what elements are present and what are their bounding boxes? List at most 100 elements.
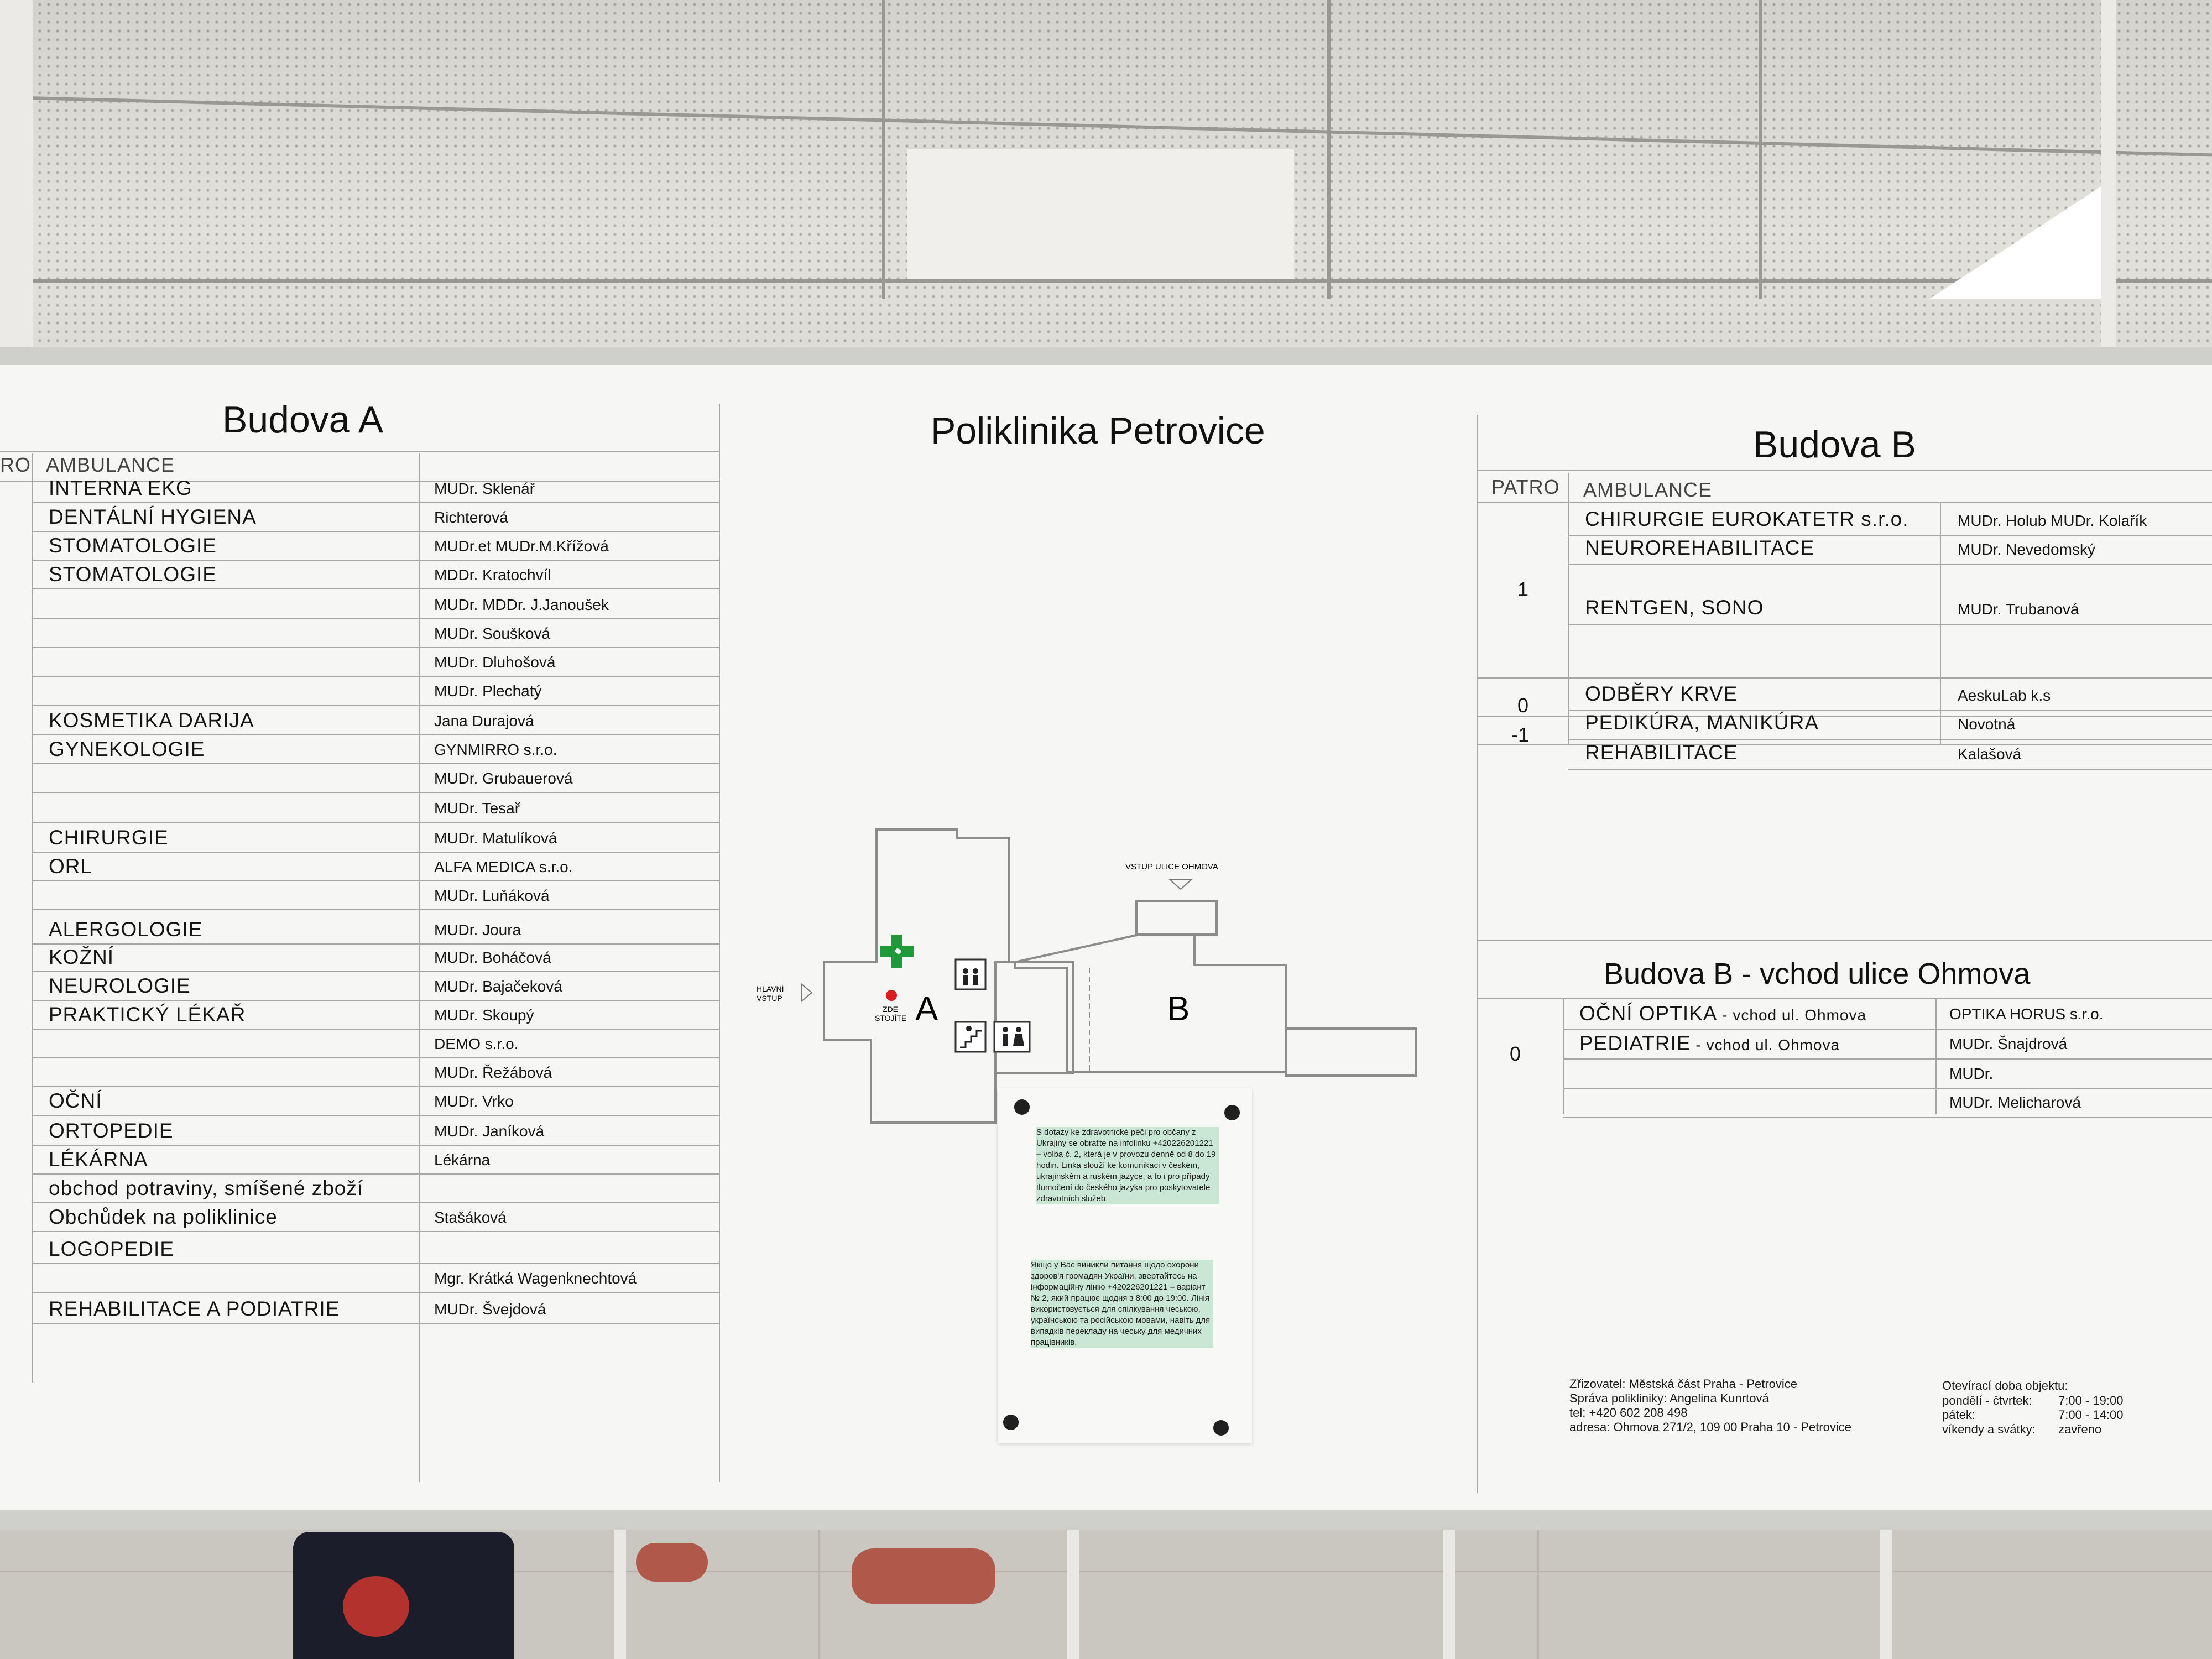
- budova-a-dept: ORTOPEDIE: [49, 1119, 174, 1142]
- table-row-line: [1563, 1117, 2212, 1118]
- table-row-line: [32, 588, 719, 589]
- table-row-line: [32, 1202, 719, 1203]
- main-entrance-label-1: HLAVNÍ: [757, 984, 784, 993]
- budova-b-col-patro: PATRO: [1491, 476, 1560, 498]
- table-row-line: [32, 880, 719, 881]
- table-row-line: [1568, 564, 2212, 565]
- board-stand: [1443, 1526, 1455, 1659]
- ceiling-grid-line: [1759, 0, 1762, 299]
- floor-separator: [1477, 677, 2212, 679]
- person-shoe: [636, 1543, 708, 1582]
- column-divider: [32, 453, 33, 1383]
- table-row-line: [32, 502, 719, 503]
- column-divider: [1568, 473, 1569, 744]
- budova-a-doctor: MUDr. MDDr. J.Janoušek: [434, 596, 609, 613]
- budova-b-doctor: Novotná: [1958, 716, 2016, 733]
- table-row-line: [32, 1231, 719, 1232]
- budova-b-dept: NEUROREHABILITACE: [1585, 536, 1815, 559]
- section-line: [1477, 940, 2212, 941]
- budova-a-doctor: MUDr. Matulíková: [434, 830, 557, 847]
- building-a-label: A: [915, 990, 938, 1028]
- table-header-line: [1477, 470, 2212, 471]
- budova-a-doctor: ALFA MEDICA s.r.o.: [434, 858, 573, 875]
- budova-b-dept: REHABILITACE: [1585, 741, 1738, 764]
- hours-days-1: pondělí - čtvrtek:: [1942, 1394, 2032, 1407]
- table-row-line: [32, 705, 719, 706]
- table-row-line: [32, 852, 719, 853]
- table-row-line: [32, 1000, 719, 1001]
- table-row-line: [32, 734, 719, 735]
- budova-a-dept: PRAKTICKÝ LÉKAŘ: [49, 1003, 246, 1026]
- budova-a-dept: OČNÍ: [49, 1089, 102, 1112]
- main-title: Poliklinika Petrovice: [931, 410, 1265, 452]
- budova-b-doctor: Kalašová: [1958, 745, 2022, 763]
- budova-b-doctor: AeskuLab k.s: [1958, 687, 2051, 704]
- floor-tile-line: [818, 1526, 820, 1659]
- budova-a-dept: KOŽNÍ: [49, 946, 114, 968]
- table-row-line: [32, 943, 719, 945]
- elevator-icon: [954, 958, 987, 990]
- hours-time-3: zavřeno: [2058, 1422, 2102, 1436]
- stairs-icon: [954, 1021, 987, 1053]
- budova-a-doctor: Mgr. Krátká Wagenknechtová: [434, 1270, 637, 1287]
- budova-a-doctor: Jana Durajová: [434, 712, 534, 729]
- budova-a-doctor: MUDr. Soušková: [434, 625, 551, 642]
- budova-a-dept: obchod potraviny, smíšené zboží: [49, 1177, 364, 1199]
- footer-adresa: adresa: Ohmova 271/2, 109 00 Praha 10 - …: [1569, 1420, 1851, 1434]
- magnet-pin: [1014, 1099, 1030, 1115]
- budova-b-floor-1: 1: [1517, 578, 1529, 601]
- column-divider: [1563, 998, 1564, 1114]
- magnet-pin: [1213, 1420, 1229, 1436]
- budova-a-title: Budova A: [222, 399, 384, 441]
- budova-a-dept: ORL: [49, 855, 93, 878]
- ohmova-doctor: MUDr. Melicharová: [1949, 1094, 2081, 1111]
- budova-b-doctor: MUDr. Trubanová: [1958, 601, 2079, 618]
- ohmova-dept-name: OČNÍ OPTIKA: [1579, 1002, 1718, 1025]
- footer-tel: tel: +420 602 208 498: [1569, 1406, 1688, 1420]
- hours-time-1: 7:00 - 19:00: [2058, 1394, 2124, 1407]
- budova-a-dept: LOGOPEDIE: [49, 1238, 174, 1260]
- budova-a-dept: Obchůdek na poliklinice: [49, 1206, 278, 1228]
- budova-a-doctor: Richterová: [434, 509, 508, 526]
- budova-a-doctor: MUDr. Řežábová: [434, 1064, 552, 1081]
- budova-a-doctor: DEMO s.r.o.: [434, 1035, 519, 1052]
- you-are-here-label-1: ZDE: [883, 1005, 898, 1014]
- table-row-line: [32, 1029, 719, 1030]
- budova-b-dept: PEDIKÚRA, MANIKÚRA: [1585, 711, 1819, 734]
- budova-b-doctor: MUDr. Nevedomský: [1958, 541, 2095, 558]
- table-header-line: [0, 451, 719, 452]
- table-header-line: [1477, 502, 2212, 503]
- table-row-line: [1568, 739, 2212, 740]
- bag-flower-print: [343, 1576, 409, 1637]
- budova-a-col-patro: RO: [0, 453, 31, 476]
- table-row-line: [32, 822, 719, 823]
- pharmacy-cross-icon: [880, 935, 914, 968]
- table-row-line: [32, 676, 719, 677]
- table-row-line: [32, 909, 719, 910]
- ceiling-grid-line: [882, 0, 885, 299]
- building-b-label: B: [1167, 990, 1190, 1028]
- budova-a-doctor: MUDr. Dluhošová: [434, 654, 556, 671]
- budova-a-dept: GYNEKOLOGIE: [49, 738, 205, 760]
- pillar: [0, 0, 33, 354]
- column-divider: [1940, 502, 1941, 744]
- table-row-line: [32, 1057, 719, 1058]
- table-row-line: [32, 560, 719, 561]
- table-header-line: [1477, 998, 2212, 999]
- table-row-line: [32, 971, 719, 972]
- ohmova-doctor: MUDr.: [1949, 1065, 1994, 1082]
- you-are-here-label-2: STOJÍTE: [875, 1014, 906, 1022]
- restroom-icon: [993, 1021, 1031, 1053]
- budova-b-ohmova-title: Budova B - vchod ulice Ohmova: [1604, 957, 2031, 990]
- hours-time-2: 7:00 - 14:00: [2058, 1408, 2124, 1422]
- budova-a-doctor: MUDr. Sklenář: [434, 480, 535, 497]
- table-row-line: [1568, 624, 2212, 625]
- table-header-line: [0, 481, 719, 482]
- ceiling-light-panel: [907, 149, 1294, 282]
- budova-a-doctor: Stašáková: [434, 1209, 507, 1226]
- connector-corridor: [994, 961, 1074, 1074]
- ohmova-dept-note: - vchod ul. Ohmova: [1691, 1036, 1840, 1053]
- budova-a-doctor: MUDr. Boháčová: [434, 949, 551, 966]
- building-a-outline: [823, 828, 1010, 1124]
- hours-days-2: pátek:: [1942, 1408, 1975, 1422]
